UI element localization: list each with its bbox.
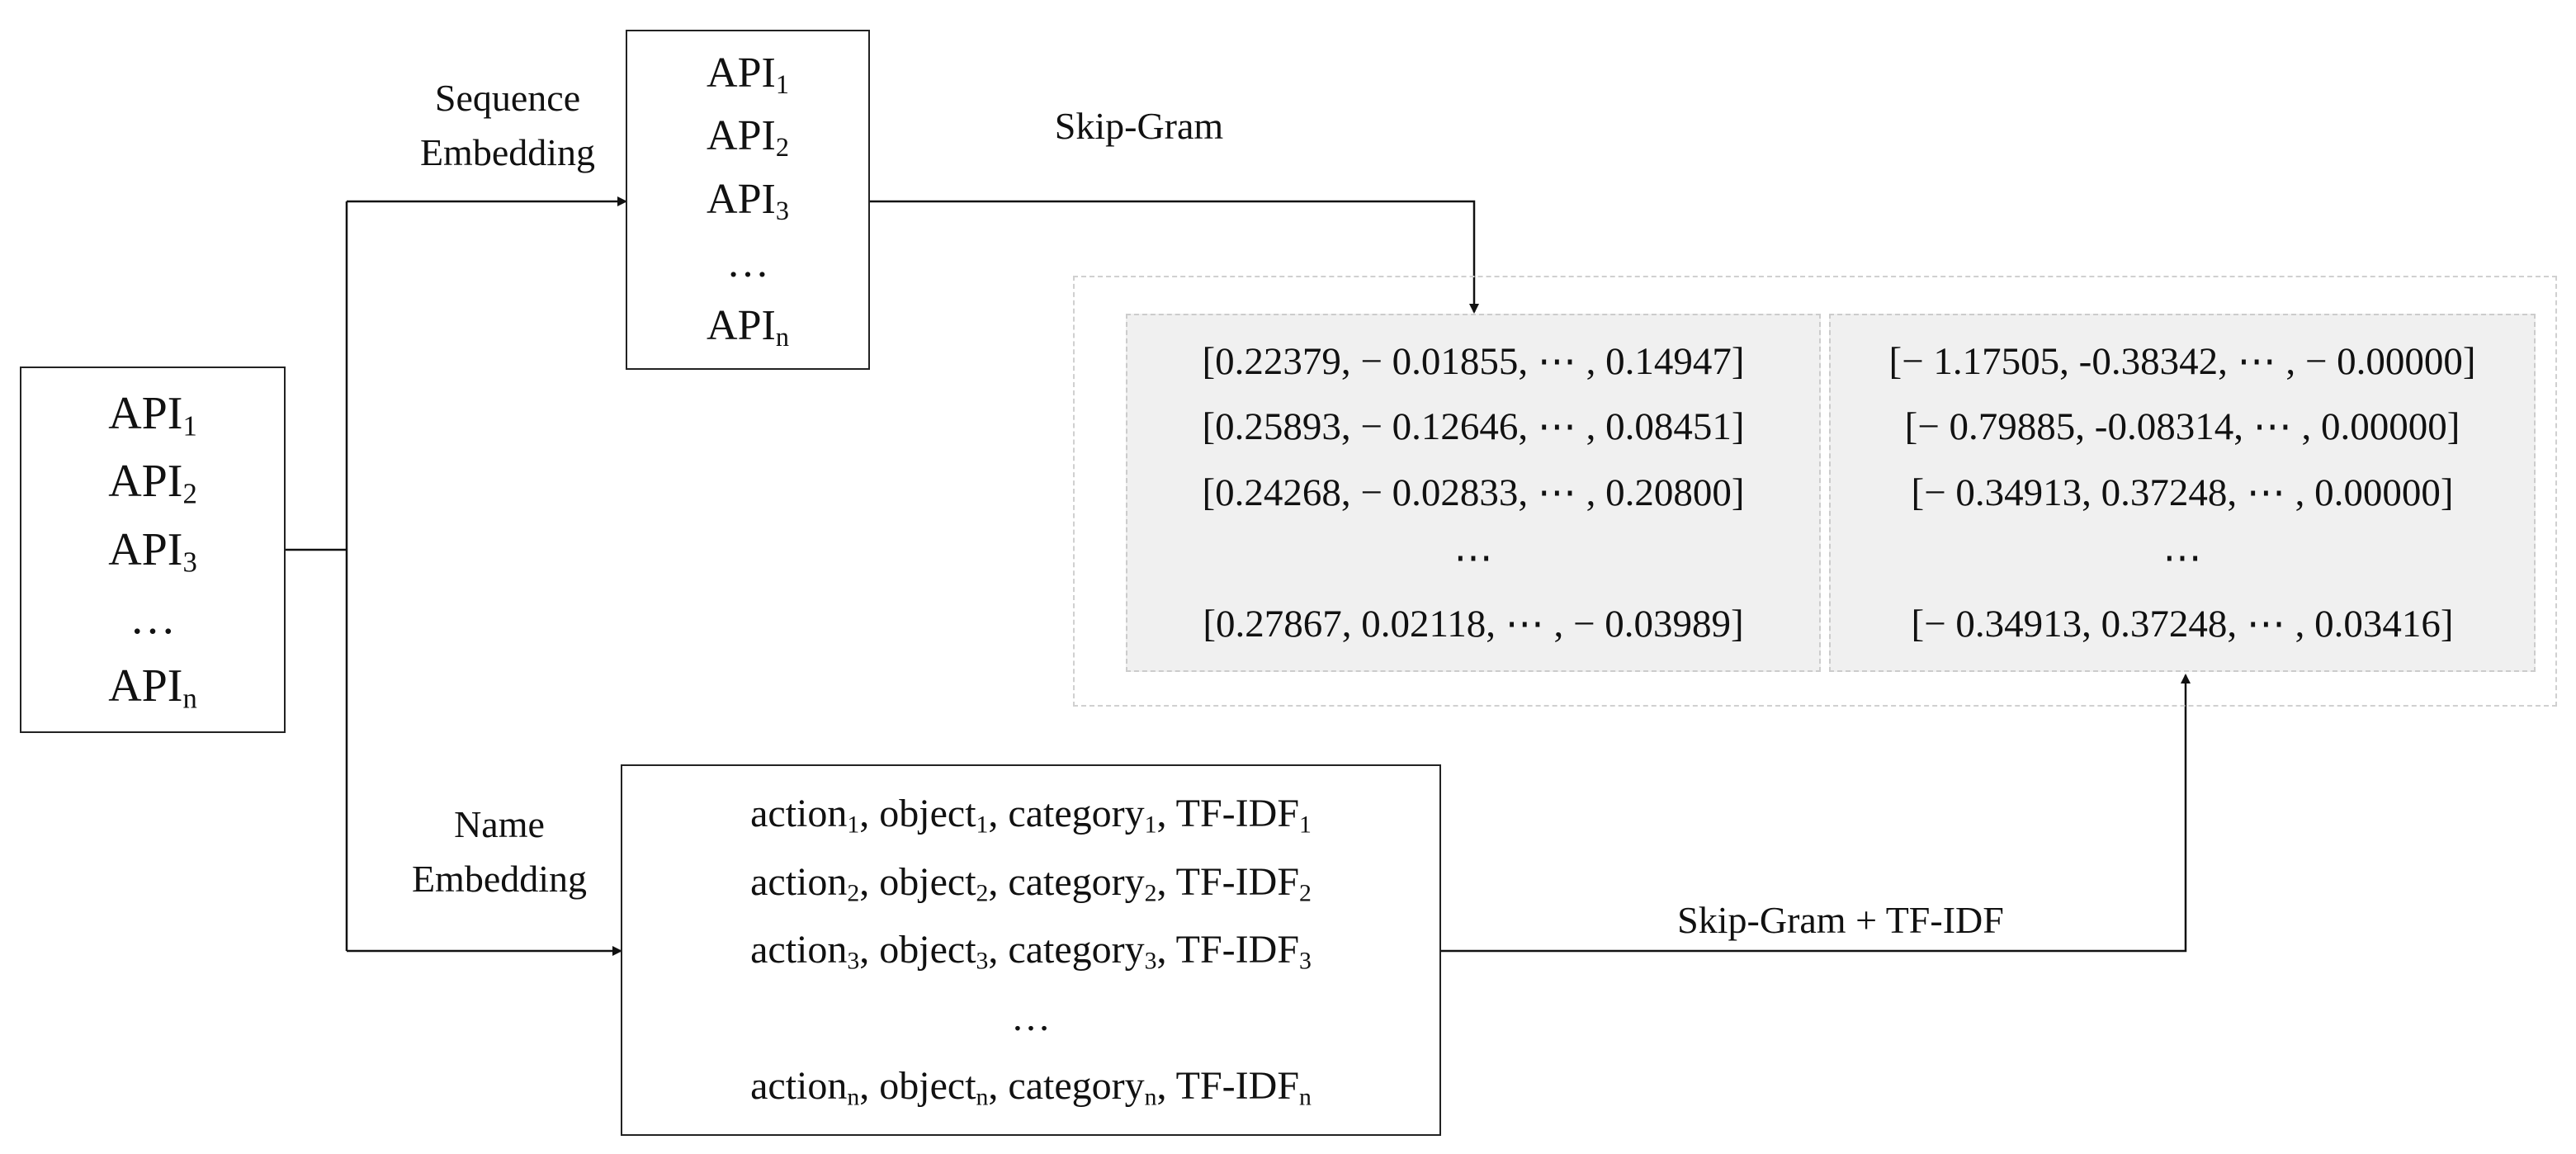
vector-row: [0.27867, 0.02118, ⋯ , − 0.03989] — [1203, 602, 1744, 646]
feature-text: , object — [859, 792, 976, 836]
name-feature-row: action3, object3, category3, TF-IDF3 — [750, 927, 1312, 972]
vector-row: [0.25893, − 0.12646, ⋯ , 0.08451] — [1202, 405, 1745, 448]
embedding-output-group — [1073, 276, 2557, 707]
feature-text: , category — [988, 927, 1145, 972]
item-subscript: n — [182, 682, 197, 715]
feature-text: action — [750, 859, 848, 904]
name-feature-row: … — [1011, 998, 1051, 1038]
name-vector-list: [− 1.17505, -0.38342, ⋯ , − 0.00000] [− 0… — [1831, 315, 2534, 670]
skip-gram-tfidf-label: Skip-Gram + TF-IDF — [1677, 899, 2004, 941]
api-item: … — [726, 239, 769, 286]
item-text: … — [130, 592, 176, 644]
item-subscript: 1 — [775, 69, 789, 99]
api-item: API3 — [108, 523, 197, 577]
item-subscript: 3 — [775, 196, 789, 226]
feature-text: , object — [859, 927, 976, 972]
skip-gram-label: Skip-Gram — [1054, 105, 1224, 147]
feature-subscript: 3 — [847, 947, 860, 975]
item-text: API — [707, 49, 776, 97]
vector-row: [0.24268, − 0.02833, ⋯ , 0.20800] — [1202, 471, 1745, 514]
feature-subscript: n — [1144, 1083, 1157, 1111]
item-text: API — [108, 387, 183, 439]
item-subscript: 1 — [182, 409, 197, 442]
feature-text: , category — [988, 792, 1145, 836]
item-subscript: 3 — [182, 546, 197, 579]
name-feature-row: actionn, objectn, categoryn, TF-IDFn — [750, 1063, 1312, 1109]
vector-row: [− 0.34913, 0.37248, ⋯ , 0.00000] — [1911, 471, 2454, 514]
vector-row: [− 0.79885, -0.08314, ⋯ , 0.00000] — [1904, 405, 2460, 448]
sequence-vector-list: [0.22379, − 0.01855, ⋯ , 0.14947] [0.2589… — [1127, 315, 1819, 670]
name-embedding-label: Name Embedding — [411, 803, 588, 900]
feature-text: , category — [988, 1063, 1145, 1108]
item-subscript: 2 — [775, 132, 789, 163]
feature-text: action — [750, 927, 848, 972]
item-subscript: 2 — [182, 477, 197, 510]
api-item: API1 — [707, 49, 789, 97]
api-item: APIn — [108, 660, 197, 713]
feature-text: , object — [859, 859, 976, 904]
feature-text: , TF-IDF — [1156, 1063, 1300, 1108]
feature-subscript: 3 — [1299, 947, 1312, 975]
feature-subscript: 3 — [1144, 947, 1157, 975]
vector-row: [0.22379, − 0.01855, ⋯ , 0.14947] — [1202, 339, 1745, 383]
name-vector-panel: [− 1.17505, -0.38342, ⋯ , − 0.00000] [− 0… — [1829, 314, 2536, 672]
item-text: … — [726, 239, 769, 286]
api-item: APIn — [707, 302, 789, 351]
vector-row: [− 0.34913, 0.37248, ⋯ , 0.03416] — [1911, 602, 2454, 646]
feature-subscript: 2 — [976, 879, 989, 907]
skip-gram-arrow — [870, 200, 1479, 314]
sequence-vector-panel: [0.22379, − 0.01855, ⋯ , 0.14947] [0.2589… — [1126, 314, 1821, 672]
feature-text: , category — [988, 859, 1145, 904]
api-item: API2 — [707, 112, 789, 161]
api-item: API3 — [707, 175, 789, 224]
vector-row: [− 1.17505, -0.38342, ⋯ , − 0.00000] — [1888, 339, 2476, 383]
item-text: API — [108, 456, 183, 508]
item-text: API — [707, 302, 776, 350]
feature-subscript: 1 — [1299, 811, 1312, 839]
feature-text: , TF-IDF — [1156, 859, 1300, 904]
name-feature-row: action1, object1, category1, TF-IDF1 — [750, 792, 1312, 837]
feature-subscript: n — [1299, 1083, 1312, 1111]
item-subscript: n — [775, 322, 789, 352]
feature-subscript: 2 — [1299, 879, 1312, 907]
feature-text: … — [1011, 996, 1051, 1040]
name-feature-row: action2, object2, category2, TF-IDF2 — [750, 859, 1312, 905]
feature-subscript: 1 — [847, 811, 860, 839]
feature-subscript: n — [976, 1083, 989, 1111]
feature-subscript: 3 — [976, 947, 989, 975]
item-text: API — [707, 112, 776, 160]
vector-row: ⋯ — [2162, 537, 2202, 579]
api-item: API2 — [108, 456, 197, 508]
item-text: API — [108, 660, 183, 712]
item-text: API — [108, 523, 183, 575]
feature-subscript: 2 — [847, 879, 860, 907]
feature-subscript: 1 — [1144, 811, 1157, 839]
feature-subscript: n — [847, 1083, 860, 1111]
api-item: API1 — [108, 387, 197, 441]
api-item: … — [130, 595, 176, 641]
feature-text: action — [750, 792, 848, 836]
feature-subscript: 1 — [976, 811, 989, 839]
feature-text: , TF-IDF — [1156, 927, 1300, 972]
item-text: API — [707, 175, 776, 223]
feature-text: action — [750, 1063, 848, 1108]
sequence-embedding-label: Sequence Embedding — [419, 77, 596, 173]
vector-row: ⋯ — [1453, 537, 1493, 579]
feature-subscript: 2 — [1144, 879, 1157, 907]
feature-text: , TF-IDF — [1156, 792, 1300, 836]
feature-text: , object — [859, 1063, 976, 1108]
skip-gram-tfidf-arrow — [1441, 674, 2191, 953]
